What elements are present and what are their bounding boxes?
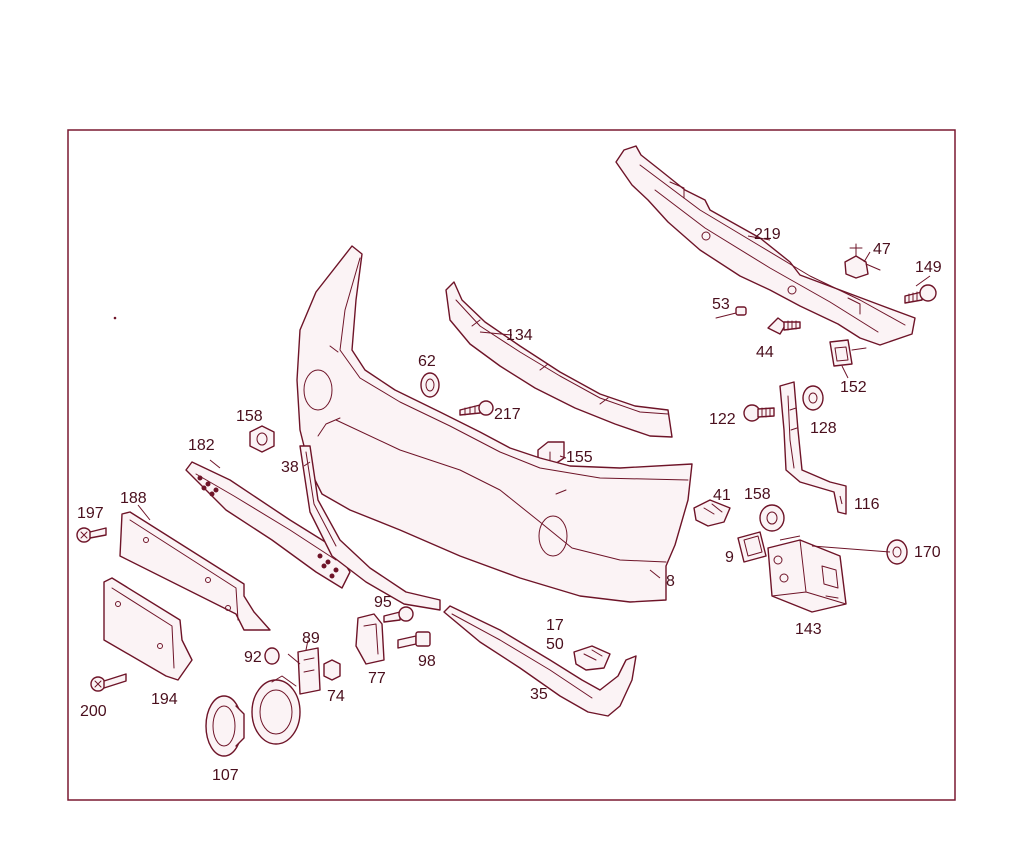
part-44-screw — [767, 317, 801, 335]
part-134-trim — [445, 281, 673, 438]
label-128: 128 — [810, 420, 837, 437]
part-200-screw — [90, 673, 127, 692]
part-107-fog-lamp — [205, 675, 301, 757]
part-17-50-clip — [573, 645, 611, 671]
part-128-nut — [802, 385, 824, 411]
label-50: 50 — [546, 636, 564, 653]
part-219-carrier — [615, 145, 916, 346]
label-89: 89 — [302, 630, 320, 647]
label-182: 182 — [188, 437, 215, 454]
part-158-nut-left — [249, 425, 275, 453]
label-116: 116 — [854, 496, 880, 513]
part-194-plate-base — [103, 577, 193, 681]
label-149: 149 — [915, 259, 942, 276]
label-47: 47 — [873, 241, 891, 258]
label-197: 197 — [77, 505, 104, 522]
part-53-pin — [715, 306, 747, 319]
label-152: 152 — [840, 379, 867, 396]
part-217-screw — [459, 400, 494, 416]
label-74: 74 — [327, 688, 345, 705]
label-62: 62 — [418, 353, 436, 370]
leader-lines — [137, 235, 931, 665]
part-95-screw — [383, 606, 414, 623]
part-35-spoiler — [443, 605, 637, 717]
part-149-screw — [904, 284, 937, 304]
part-62-grommet — [420, 372, 440, 398]
stray-dot — [113, 316, 117, 320]
label-107: 107 — [212, 767, 239, 784]
part-77-bracket — [355, 613, 385, 665]
label-95: 95 — [374, 594, 392, 611]
part-41-clip — [693, 499, 731, 527]
label-155: 155 — [566, 449, 593, 466]
part-158-nut-right — [759, 504, 785, 532]
label-217: 217 — [494, 406, 521, 423]
label-98: 98 — [418, 653, 436, 670]
label-122: 122 — [709, 411, 736, 428]
label-200: 200 — [80, 703, 107, 720]
part-197-screw — [76, 527, 107, 543]
part-188-plate-holder — [119, 511, 271, 631]
part-89-bracket — [297, 647, 321, 695]
part-143-mount — [767, 539, 847, 613]
part-116-bracket — [779, 381, 847, 515]
label-194: 194 — [151, 691, 178, 708]
part-122-screw — [743, 404, 775, 422]
label-35: 35 — [530, 686, 548, 703]
label-17: 17 — [546, 617, 564, 634]
label-53: 53 — [712, 296, 730, 313]
part-9-plate — [737, 531, 767, 563]
label-9: 9 — [725, 549, 734, 566]
part-152-cage-nut — [829, 339, 867, 367]
label-41: 41 — [713, 487, 731, 504]
label-38: 38 — [281, 459, 299, 476]
label-188: 188 — [120, 490, 147, 507]
label-158-upper: 158 — [236, 408, 263, 425]
part-47-clip — [844, 243, 881, 279]
label-134: 134 — [506, 327, 533, 344]
diagram-frame — [67, 129, 956, 801]
part-182-grille — [185, 461, 351, 589]
label-143: 143 — [795, 621, 822, 638]
part-38-strip — [299, 445, 441, 611]
label-158-right: 158 — [744, 486, 771, 503]
label-77: 77 — [368, 670, 386, 687]
label-8: 8 — [666, 573, 675, 590]
part-92-grommet — [264, 647, 280, 665]
part-98-screw — [397, 631, 431, 649]
label-92: 92 — [244, 649, 262, 666]
label-219: 219 — [754, 226, 781, 243]
label-44: 44 — [756, 344, 774, 361]
part-labels: 219 47 149 53 44 152 134 62 217 122 128 … — [77, 226, 942, 784]
label-170: 170 — [914, 544, 941, 561]
part-74-nut — [323, 659, 341, 681]
